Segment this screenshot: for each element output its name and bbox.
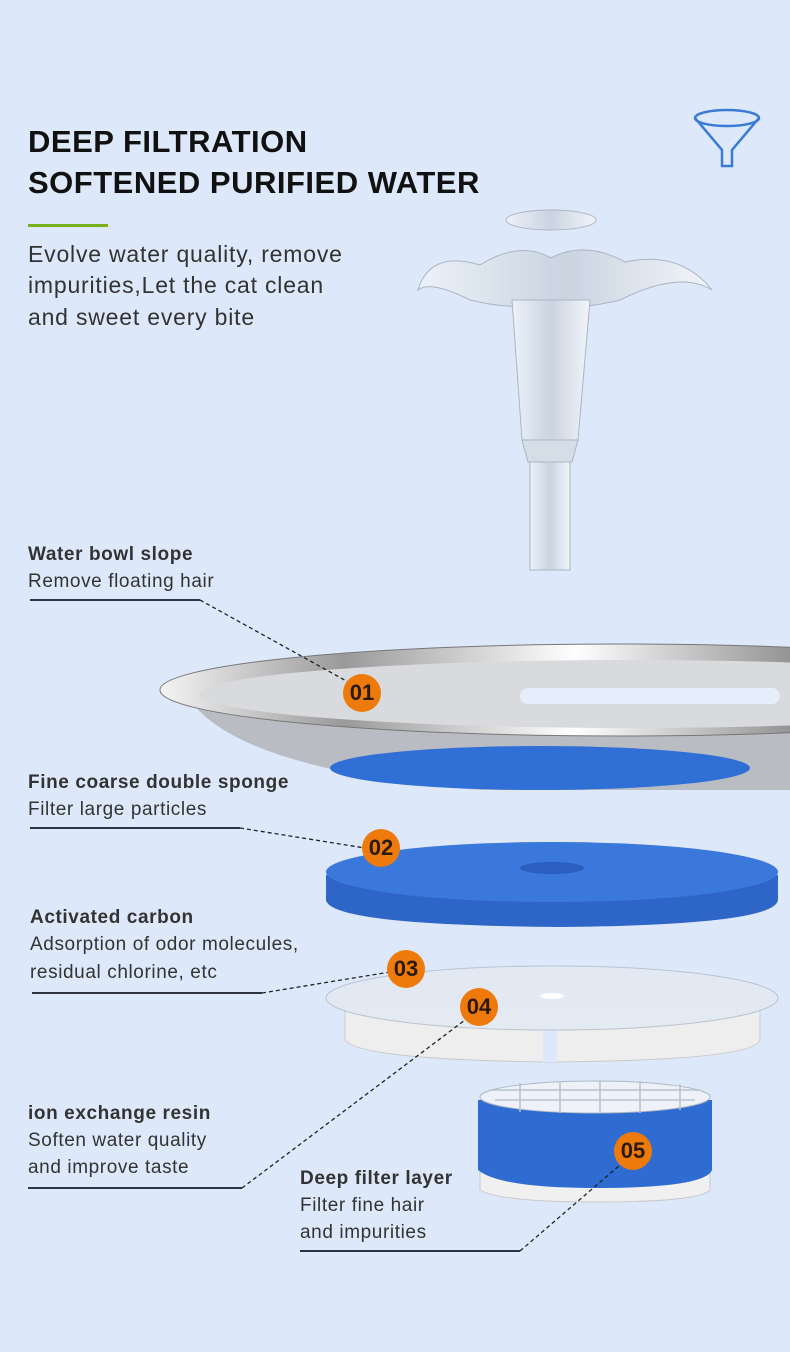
callout-1-desc: Remove floating hair <box>28 571 215 592</box>
badge-01: 01 <box>343 674 381 712</box>
funnel-icon <box>693 108 761 168</box>
headline-line-1: DEEP FILTRATION <box>28 124 308 159</box>
intro-line-3: and sweet every bite <box>28 304 255 330</box>
headline-line-2: SOFTENED PURIFIED WATER <box>28 165 480 200</box>
badge-05: 05 <box>614 1132 652 1170</box>
intro-line-2: impurities,Let the cat clean <box>28 272 324 298</box>
accent-divider <box>28 224 108 227</box>
callout-4-desc-2: and improve taste <box>28 1157 190 1178</box>
callout-3-title: Activated carbon <box>30 907 194 928</box>
callout-2-desc: Filter large particles <box>28 799 207 820</box>
callout-5-rule <box>300 1250 520 1252</box>
carbon-disc <box>325 965 779 1063</box>
callout-4-rule <box>28 1187 242 1189</box>
callout-5-desc-1: Filter fine hair <box>300 1195 425 1216</box>
callout-3-desc-1: Adsorption of odor molecules, <box>30 934 299 955</box>
callout-1-rule <box>30 599 200 601</box>
badge-02: 02 <box>362 829 400 867</box>
callout-2-rule <box>30 827 240 829</box>
callout-5-desc-2: and impurities <box>300 1222 427 1243</box>
callout-3-rule <box>32 992 262 994</box>
callout-1-title: Water bowl slope <box>28 544 194 565</box>
callout-5-title: Deep filter layer <box>300 1168 453 1189</box>
callout-3-desc-2: residual chlorine, etc <box>30 962 218 983</box>
fountain-nozzle <box>417 209 713 571</box>
leader-lines <box>199 599 621 1252</box>
callout-4-desc-1: Soften water quality <box>28 1130 207 1151</box>
deep-filter-cylinder <box>478 1080 712 1203</box>
badge-04: 04 <box>460 988 498 1026</box>
callout-2-title: Fine coarse double sponge <box>28 772 289 793</box>
badge-03: 03 <box>387 950 425 988</box>
callout-4-title: ion exchange resin <box>28 1103 211 1124</box>
intro-line-1: Evolve water quality, remove <box>28 241 343 267</box>
sponge-disc <box>326 842 778 927</box>
water-bowl <box>159 643 790 790</box>
